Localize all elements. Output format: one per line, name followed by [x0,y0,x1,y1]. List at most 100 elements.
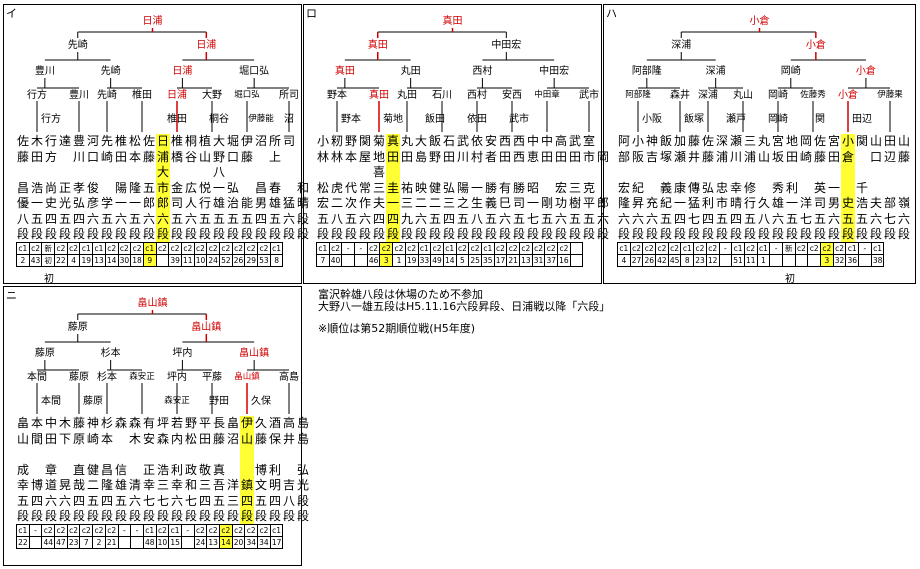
player-char: 五 [86,493,99,508]
player-char: 木 [30,134,43,148]
player-char: 段 [715,227,728,241]
class-cell: c2 [104,524,119,537]
player-char: 雄 [771,196,784,210]
player-char: 段 [142,509,155,523]
player-char: 俊 [86,180,99,195]
player-char: 和 [296,180,309,195]
player-char [30,448,44,464]
player-char: 森 [128,416,141,430]
player-char: 田 [30,149,43,164]
player-char: 段 [30,509,43,523]
player-char: 段 [184,227,197,241]
player-char: 道 [44,478,57,492]
player-char: 隆 [100,478,113,492]
player-char: 五 [240,211,253,226]
rank-cell [180,536,195,549]
player-char: 四 [254,211,267,226]
player-char: 八 [757,211,770,226]
rank-cell: 44 [41,536,56,549]
player-char: 田 [386,149,399,164]
rank-cell: 21 [104,536,119,549]
player-char: 田 [785,149,798,164]
final-name-left: 深浦 [671,40,692,51]
player-char: 七 [526,211,539,226]
player-column: 森信雄五段 [114,416,128,526]
player-char: 段 [184,509,197,523]
player-char: 五 [100,211,113,226]
player-char: 一 [212,180,225,195]
player-char: 市 [715,196,728,210]
player-char: 藤 [72,416,85,430]
player-char: 昌 [100,462,113,477]
player-char: 段 [296,493,309,508]
player-char: 優 [16,196,29,210]
player-char: 雄 [268,196,281,210]
player-column: 佐藤弘利四段 [701,134,715,244]
player-char: 高 [554,134,567,148]
player-char: 籾 [330,134,343,148]
player-char: 森 [156,431,169,446]
player-column: 地田利一五段 [785,134,799,244]
bracket-panel-ha: ハ [603,4,916,284]
quarter-name: 畠山鎮 [234,372,260,382]
rank-cell: 45 [667,254,682,267]
player-column: 丸山久八段 [757,134,771,244]
semi-name: 日浦 [172,66,193,77]
player-char: 段 [30,227,43,241]
player-column: 神吉充六段 [645,134,659,244]
player-char: 所 [268,134,281,148]
player-char: 段 [16,509,29,523]
player-char: 五 [813,211,826,226]
player-char: 倉 [841,149,854,164]
player-column: 高井吉八段 [282,416,296,526]
player-column: 菊地喜三夫四段 [372,134,386,244]
player-char: 川 [729,149,742,164]
player-column: 山口夫六段 [869,134,883,244]
rank-cell: 13 [206,536,220,549]
player-char: 有 [498,180,511,195]
player-char [198,448,212,464]
player-char: 義 [484,196,497,210]
player-char: 長 [212,416,225,430]
player-char: 井 [282,431,295,446]
player-char: 方 [44,149,57,164]
player-char: 正 [58,180,71,195]
player-char: 椎 [170,134,183,148]
player-column: 岡郎六段 [596,135,610,244]
player-char: 保 [268,431,281,446]
player-char: 椎 [114,134,127,148]
player-char: 阿 [617,134,630,148]
player-char: 段 [268,227,281,241]
player-char: 石 [442,134,455,148]
quarter-name: 伊藤果 [877,90,903,100]
player-char: 村 [470,149,483,164]
class-cell: - [180,524,195,537]
player-char: 三 [400,196,413,210]
player-char: 五 [170,211,183,226]
player-char: 二 [414,196,427,210]
player-char: 田 [198,431,211,446]
player-char: 剛 [540,196,553,210]
footer-label: 初 [44,274,54,285]
rank-cell: 34 [244,536,259,549]
final-name-left: 先崎 [67,40,88,51]
player-char: 行 [198,196,211,210]
player-char: 段 [156,509,169,523]
player-char: 上 [268,149,281,164]
player-char: 三 [226,493,239,508]
player-column: 和晴段段 [296,135,310,244]
player-char: 段 [883,227,896,241]
class-cell: - [130,524,144,537]
rank-cell [130,536,144,549]
player-char: 段 [498,227,511,241]
player-char: 吾 [212,478,225,492]
player-char: 人 [184,196,197,210]
player-char: 佐 [142,134,155,148]
player-char: 段 [114,227,127,241]
player-char: 田 [400,149,413,164]
player-char: 段 [226,509,239,523]
player-char: 段 [582,227,595,241]
player-column: 石田弘三四段 [442,134,456,244]
player-column: 若内利幸六段 [170,416,184,526]
player-column: 所上春雄五段 [268,134,282,244]
